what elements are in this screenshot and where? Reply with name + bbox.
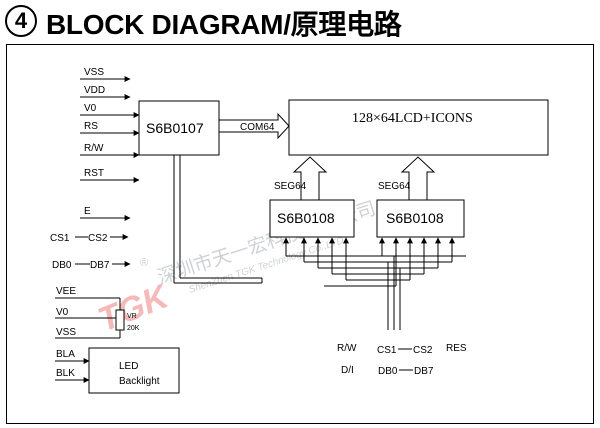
seg64-right-arrow <box>400 156 436 201</box>
power-vr-value: 20K <box>127 325 140 332</box>
watermark-registered: ® <box>140 257 148 269</box>
power-v0: V0 <box>56 307 69 318</box>
power-vss: VSS <box>56 327 76 338</box>
bus-label-cs2: CS2 <box>413 345 433 356</box>
lcd-panel-block <box>288 99 549 156</box>
signal-vss: VSS <box>84 67 104 78</box>
com64-arrow <box>218 112 290 140</box>
lcd-panel-label: 128×64LCD+ICONS <box>352 111 473 126</box>
signal-rw: R/W <box>84 143 104 154</box>
driver-left-label: S6B0108 <box>277 210 335 226</box>
controller-label: S6B0107 <box>146 120 204 136</box>
page-title: BLOCK DIAGRAM/原理电路 <box>46 9 402 40</box>
backlight-bla: BLA <box>56 349 75 360</box>
backlight-block <box>88 347 180 394</box>
bus-label-db0: DB0 <box>378 366 398 377</box>
bus-label-cs1: CS1 <box>377 345 397 356</box>
controller-block <box>138 100 220 156</box>
diagram-frame <box>6 44 594 424</box>
seg64-left-arrow <box>292 156 328 201</box>
bus-label-rw: R/W <box>337 343 357 354</box>
header: 4 BLOCK DIAGRAM/原理电路 <box>0 0 600 44</box>
signal-cs1: CS1 <box>50 233 70 244</box>
input-signals <box>75 76 140 267</box>
bus-label-db7: DB7 <box>414 366 434 377</box>
power-section <box>55 297 125 339</box>
signal-cs2: CS2 <box>88 233 108 244</box>
power-vee: VEE <box>56 286 76 297</box>
driver-right-label: S6B0108 <box>386 210 444 226</box>
com64-label: COM64 <box>240 122 275 133</box>
driver-right-block <box>376 199 465 238</box>
backlight-lines <box>55 358 90 383</box>
signal-rst: RST <box>84 168 104 179</box>
driver-bus-lines <box>283 237 466 330</box>
backlight-label-led: LED <box>119 361 138 372</box>
power-vr: VR <box>127 313 137 320</box>
signal-db0: DB0 <box>52 260 72 271</box>
backlight-blk: BLK <box>56 368 75 379</box>
signal-e: E <box>84 206 91 217</box>
seg64-left-label: SEG64 <box>274 181 307 192</box>
section-number: 4 <box>5 5 37 37</box>
seg64-right-label: SEG64 <box>378 181 411 192</box>
controller-driver-bus <box>173 155 263 284</box>
bus-label-di: D/I <box>341 365 354 376</box>
signal-vdd: VDD <box>84 85 105 96</box>
signal-db7: DB7 <box>90 260 110 271</box>
signal-v0: V0 <box>84 103 97 114</box>
signal-rs: RS <box>84 121 98 132</box>
backlight-label-backlight: Backlight <box>119 376 160 387</box>
driver-left-block <box>269 199 355 238</box>
bus-label-res: RES <box>446 343 467 354</box>
